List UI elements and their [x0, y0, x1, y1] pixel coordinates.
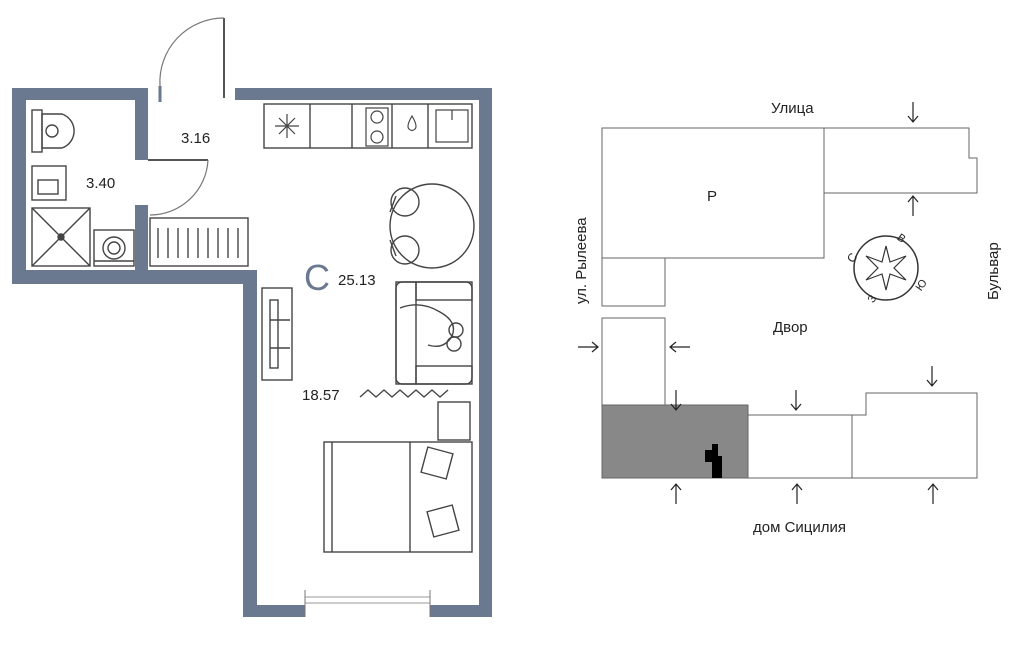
- highlighted-building: [601, 404, 749, 479]
- site-plan: С В З Ю Улица Р Двор дом Сицилия ул. Рыл…: [573, 100, 1002, 536]
- nightstand-icon: [437, 401, 471, 441]
- bathroom-area-label: 3.40: [86, 175, 115, 192]
- stove-icon: [365, 107, 389, 147]
- dining-table-icon: [389, 183, 475, 269]
- entrance-arrows: [578, 102, 939, 504]
- tv-unit-icon: [261, 287, 293, 381]
- bed-icon: [323, 441, 473, 553]
- building-left: [601, 317, 666, 406]
- building-top-right: [823, 127, 978, 194]
- total-area-label: 25.13: [338, 272, 376, 289]
- compass-west: З: [866, 293, 880, 306]
- rug-zigzag: [359, 389, 449, 398]
- street-right-label: Бульвар: [985, 242, 1002, 300]
- apartment-plan: 3.16 3.40 С 25.13 18.57: [12, 17, 492, 617]
- kitchen-counter: [263, 103, 473, 149]
- toilet-icon: [31, 109, 75, 153]
- sofa-icon: [395, 281, 473, 385]
- shower-icon: [31, 207, 91, 267]
- street-left-label: ул. Рылеева: [573, 217, 590, 304]
- building-bottom-right: [851, 392, 978, 479]
- studio-letter: С: [304, 257, 330, 298]
- living-area-label: 18.57: [302, 387, 340, 404]
- kitchen-sink-icon: [435, 109, 469, 143]
- parking-label: Р: [707, 188, 717, 205]
- building-bottom-middle: [747, 414, 853, 479]
- fridge-icon: [275, 114, 299, 138]
- sink-icon: [31, 165, 67, 201]
- water-drop-icon: [407, 114, 417, 132]
- washing-machine-icon: [93, 229, 135, 267]
- apartment-marker: [705, 444, 722, 478]
- hall-area-label: 3.16: [181, 130, 210, 147]
- courtyard-label: Двор: [773, 319, 808, 336]
- parking-block: [601, 127, 825, 307]
- street-bottom-label: дом Сицилия: [753, 519, 846, 536]
- compass-icon: С В З Ю: [844, 232, 930, 306]
- radiator-icon: [149, 217, 249, 267]
- street-top-label: Улица: [771, 100, 814, 117]
